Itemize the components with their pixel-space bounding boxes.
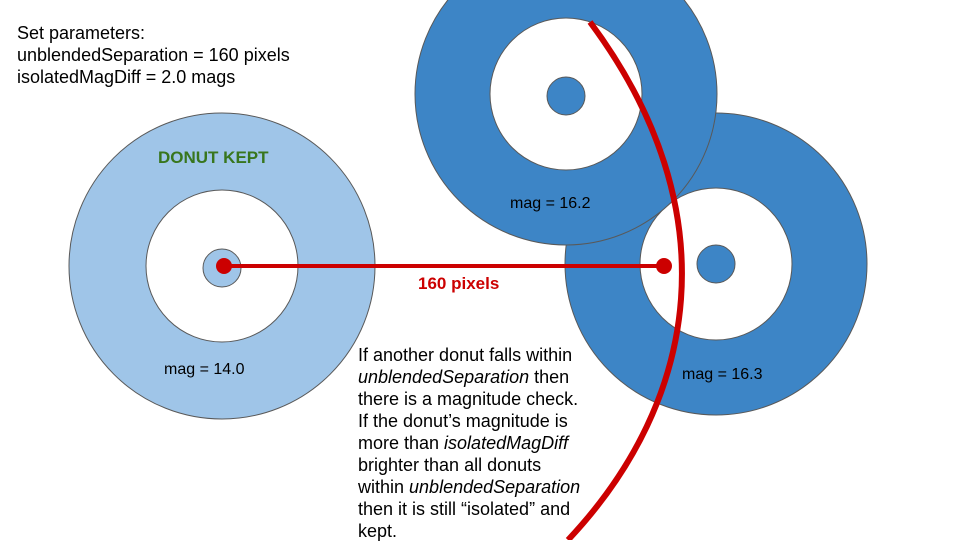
explanation-line-8: then it is still “isolated” and [358, 499, 571, 519]
separation-radius-arc [565, 20, 685, 540]
separation-endpoint-right [656, 258, 672, 274]
donut-right-center [696, 244, 736, 284]
explanation-term-unblended: unblendedSeparation [358, 367, 530, 387]
donut-top-mag-label: mag = 16.2 [510, 195, 591, 212]
donut-top [414, 0, 718, 246]
explanation-term-unblended-2: unblendedSeparation [409, 477, 581, 497]
explanation-text: If another donut falls within unblendedS… [358, 344, 608, 542]
explanation-line-2-rest: then [529, 367, 570, 387]
explanation-line-7-pre: within [358, 477, 410, 497]
explanation-line-3: there is a magnitude check. [358, 389, 579, 409]
explanation-line-9: kept. [358, 521, 398, 541]
separation-endpoint-left [216, 258, 232, 274]
explanation-term-isolated: isolatedMagDiff [444, 433, 569, 453]
explanation-line-5-pre: more than [358, 433, 445, 453]
explanation-line-6: brighter than all donuts [358, 455, 542, 475]
donut-kept-label: DONUT KEPT [158, 148, 269, 167]
explanation-line-1: If another donut falls within [358, 345, 573, 365]
explanation-line-2: unblendedSeparation then [358, 366, 608, 388]
explanation-line-4: If the donut’s magnitude is [358, 411, 568, 431]
explanation-line-5: more than isolatedMagDiff [358, 432, 608, 454]
donut-right-mag-label: mag = 16.3 [682, 366, 763, 383]
explanation-line-7: within unblendedSeparation [358, 476, 608, 498]
parameter-unblended-separation: unblendedSeparation = 160 pixels [17, 45, 290, 65]
parameters-box: Set parameters: unblendedSeparation = 16… [17, 22, 290, 88]
parameter-isolated-mag-diff: isolatedMagDiff = 2.0 mags [17, 67, 236, 87]
donut-left-mag-label: mag = 14.0 [164, 361, 245, 378]
donut-top-center [546, 76, 586, 116]
parameters-heading: Set parameters: [17, 23, 146, 43]
separation-label: 160 pixels [418, 274, 500, 293]
